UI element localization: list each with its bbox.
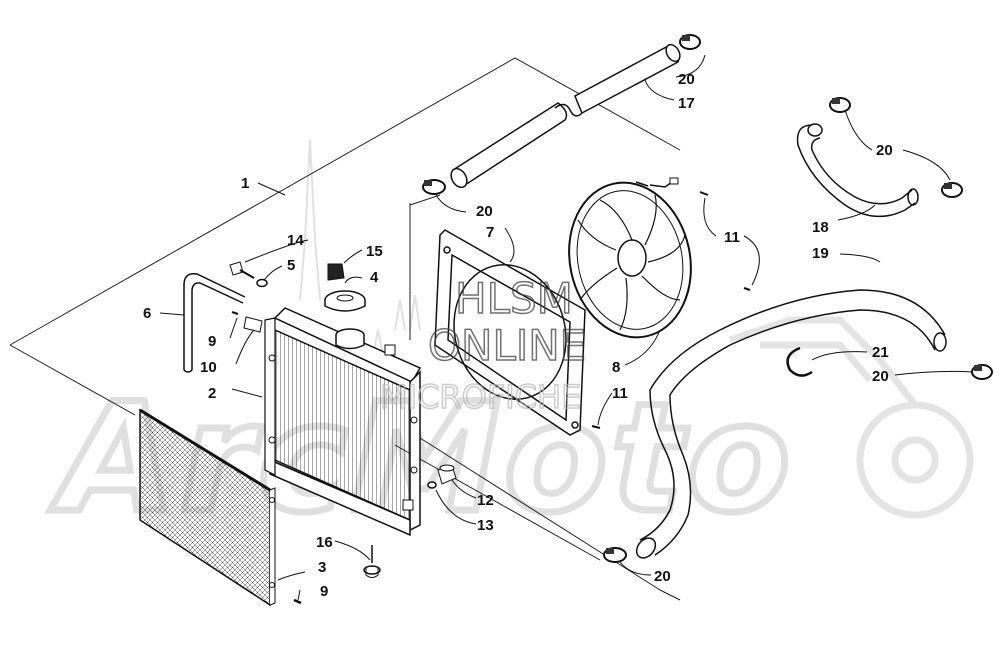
leader-lines xyxy=(159,54,973,601)
hose-clamp-19-bottom xyxy=(603,547,627,563)
callout-10: 10 xyxy=(200,359,217,376)
callout-1: 1 xyxy=(241,175,249,192)
callout-19: 19 xyxy=(812,245,829,262)
reference-lines xyxy=(9,57,681,601)
drain-plug xyxy=(437,464,457,485)
washer-5 xyxy=(256,278,268,288)
callout-15: 15 xyxy=(366,243,383,260)
screw-9-bottom xyxy=(293,598,302,605)
hose-18 xyxy=(796,123,919,218)
hose-clip-21 xyxy=(786,346,813,377)
callout-11b: 11 xyxy=(612,385,628,402)
watermark-line3: MICROFICHE xyxy=(380,378,581,416)
hose-clamp-18-top xyxy=(829,97,851,113)
callout-18: 18 xyxy=(812,219,829,236)
callout-9b: 9 xyxy=(320,583,328,600)
cap-seal xyxy=(327,263,345,281)
callout-20c: 20 xyxy=(876,142,893,159)
overflow-hose xyxy=(183,272,246,373)
hose-clamp-left xyxy=(422,179,446,195)
grommet-16 xyxy=(363,545,381,578)
radiator-screen xyxy=(139,408,276,607)
radiator-cap xyxy=(324,290,366,312)
upper-hose xyxy=(450,43,681,189)
screw-14 xyxy=(229,261,255,279)
callout-11a: 11 xyxy=(724,229,740,246)
hose-clamp-19-right xyxy=(971,364,993,380)
callout-9a: 9 xyxy=(208,333,216,350)
callout-8: 8 xyxy=(612,359,620,376)
callout-20d: 20 xyxy=(872,368,889,385)
watermark-line2: ONLINE xyxy=(428,321,586,370)
o-ring xyxy=(427,481,437,489)
callout-6: 6 xyxy=(143,305,151,322)
hose-clamp-top xyxy=(679,34,701,50)
callout-14: 14 xyxy=(287,232,304,249)
lower-hose-19 xyxy=(635,289,947,559)
hose-clamp-18-bottom xyxy=(941,182,963,198)
callout-5: 5 xyxy=(287,257,295,274)
watermark-text: HLSM ONLINE MICROFICHE xyxy=(379,273,587,417)
motorcycle-watermark xyxy=(728,316,974,519)
callout-20b: 20 xyxy=(476,203,493,220)
cooling-fan xyxy=(568,177,751,429)
callout-16: 16 xyxy=(316,534,333,551)
callout-21: 21 xyxy=(872,344,889,361)
callout-13: 13 xyxy=(477,517,494,534)
callout-3: 3 xyxy=(318,559,326,576)
callout-4: 4 xyxy=(370,269,379,286)
callout-numbers: 1 2 3 4 5 6 7 8 9 9 10 11 11 12 13 14 15… xyxy=(143,71,893,600)
callout-20e: 20 xyxy=(654,568,671,585)
callout-17: 17 xyxy=(678,95,695,112)
callout-7: 7 xyxy=(486,224,494,241)
callout-2: 2 xyxy=(208,385,216,402)
radiator xyxy=(264,307,422,537)
fan-shroud xyxy=(434,229,586,436)
callout-20a: 20 xyxy=(678,71,695,88)
bracket-10 xyxy=(231,311,263,333)
watermark-line1: HLSM xyxy=(455,274,573,323)
callout-12: 12 xyxy=(477,492,494,509)
